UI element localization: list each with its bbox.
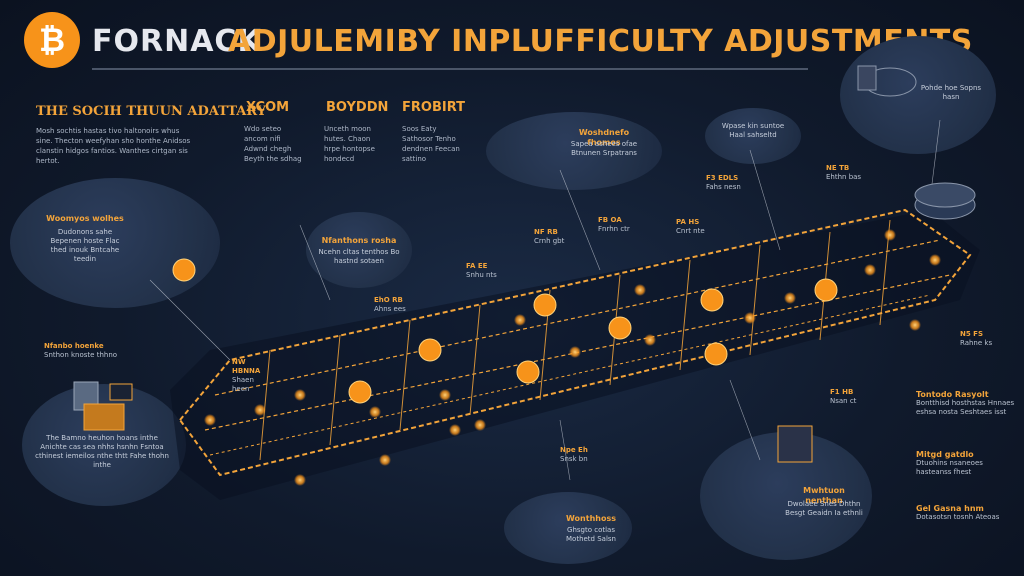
network-node bbox=[644, 334, 656, 346]
bubble-bottom-center bbox=[504, 492, 632, 564]
bubble-top-2 bbox=[705, 108, 801, 164]
column-title-4: FROBIRT bbox=[402, 100, 465, 115]
page-title: ADJULEMIBY INPLUFFICULTY ADJUSTMENTS bbox=[228, 24, 973, 59]
network-node bbox=[439, 389, 451, 401]
network-node bbox=[569, 346, 581, 358]
network-node bbox=[514, 314, 526, 326]
bubble-top bbox=[486, 112, 662, 190]
network-node bbox=[449, 424, 461, 436]
bitcoin-node-icon bbox=[533, 293, 557, 317]
bubble-bottom-left-text: The Bamno heuhon hoans inthe Anichte cas… bbox=[35, 434, 169, 469]
bitcoin-node-icon bbox=[418, 338, 442, 362]
building-icon bbox=[777, 425, 813, 463]
bubble-mid-text: Ncehn cltas tenthos Bo hastnd sotaen bbox=[318, 248, 400, 265]
bubble-left-title: Woomyos wolhes bbox=[46, 214, 124, 223]
network-node bbox=[369, 406, 381, 418]
column-text-1: Mosh sochtis hastas tivo haltonoirs whus… bbox=[36, 127, 191, 165]
brand-name: FORNACK bbox=[92, 24, 262, 59]
bitcoin-node-icon bbox=[516, 360, 540, 384]
bubble-bottom-right-text: Dwolaee Snes Dhthn Besgt Geaidn Ia ethnl… bbox=[785, 500, 863, 517]
bitcoin-logo-icon: ₿ bbox=[24, 12, 80, 68]
rail-1 bbox=[214, 239, 941, 396]
header: ₿ FORNACK ADJULEMIBY INPLUFFICULTY ADJUS… bbox=[0, 0, 1024, 78]
column-title-1: THE SOCIH THUUN ADATTARY bbox=[36, 104, 267, 119]
network-node bbox=[204, 414, 216, 426]
bubble-left bbox=[10, 178, 220, 308]
column-text-2: Wdo seteo ancom nifi Adwnd chegh Beyth t… bbox=[244, 125, 302, 163]
network-node bbox=[474, 419, 486, 431]
bitcoin-node-icon bbox=[704, 342, 728, 366]
bubble-left-text: Dudonons sahe Bepenen hoste Flac thed in… bbox=[50, 228, 120, 263]
network-node bbox=[379, 454, 391, 466]
bitcoin-node-icon bbox=[700, 288, 724, 312]
bubble-bottom-center-text: Ghsgto cotlas Mothetd Salsn bbox=[566, 526, 616, 543]
bitcoin-node-icon bbox=[608, 316, 632, 340]
network-node bbox=[294, 389, 306, 401]
network-node bbox=[254, 404, 266, 416]
bitcoin-node-icon bbox=[814, 278, 838, 302]
printer-icon bbox=[83, 403, 125, 431]
bubble-bottom-right-title: Mwhtuon nenthan bbox=[803, 486, 845, 505]
network-node bbox=[634, 284, 646, 296]
bubble-top-2-text: Wpase kin suntoe Haal sahseltd bbox=[721, 122, 785, 139]
bubble-top-right bbox=[840, 36, 996, 154]
network-node bbox=[864, 264, 876, 276]
bubble-mid bbox=[306, 212, 412, 288]
network-node bbox=[784, 292, 796, 304]
cylinder-icon bbox=[857, 65, 877, 91]
network-node bbox=[884, 229, 896, 241]
network-node bbox=[929, 254, 941, 266]
display-icon bbox=[109, 383, 133, 401]
bubble-top-right-text: Pohde hoe Sopns hasn bbox=[920, 84, 982, 101]
bubble-bottom-center-title: Wonthhoss bbox=[566, 514, 616, 523]
network-node bbox=[744, 312, 756, 324]
bitcoin-node-icon bbox=[348, 380, 372, 404]
rail-3 bbox=[209, 294, 931, 456]
bubble-mid-title: Nfanthons rosha bbox=[321, 236, 397, 245]
network-node bbox=[909, 319, 921, 331]
column-text-3: Unceth moon hutes. Chaon hrpe hontopse h… bbox=[324, 125, 375, 163]
bubble-top-title: Woshdnefo fhomos bbox=[578, 128, 630, 147]
bubble-top-text: Sapea ashees ofae Btnunen Srpatrans bbox=[570, 140, 638, 157]
callout-lines bbox=[149, 119, 941, 481]
structure-frame bbox=[179, 208, 972, 477]
column-title-3: BOYDDN bbox=[326, 100, 389, 115]
column-title-2: XCOM bbox=[246, 100, 290, 115]
bitcoin-node-icon bbox=[172, 258, 196, 282]
title-divider bbox=[92, 68, 808, 70]
column-text-4: Soos Eaty Sathosor Tenho dendnen Feecan … bbox=[402, 125, 460, 163]
network-node bbox=[294, 474, 306, 486]
